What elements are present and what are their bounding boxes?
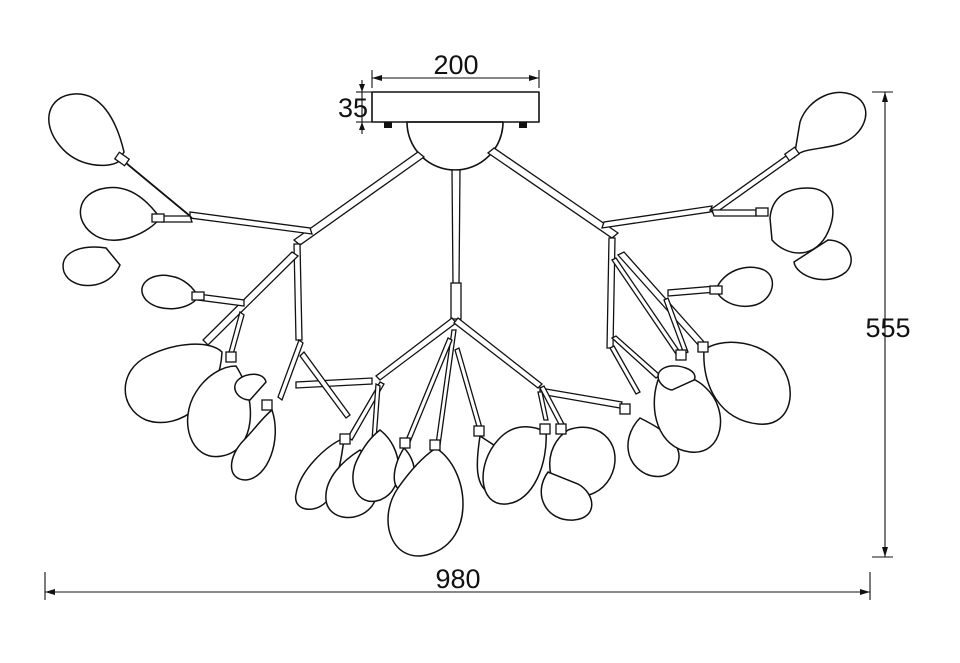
bulb	[540, 471, 593, 521]
bulb	[793, 91, 867, 159]
bulb	[62, 246, 121, 287]
bulb	[703, 341, 791, 425]
bulb	[715, 266, 774, 308]
glass-bulbs	[48, 91, 867, 557]
dimension-total-height: 555	[865, 91, 911, 558]
bulb	[482, 426, 547, 505]
bulb	[141, 274, 199, 310]
bulb	[234, 373, 267, 401]
bulb	[230, 408, 276, 481]
bulb	[352, 429, 400, 503]
dimension-label-35: 35	[338, 93, 368, 123]
bulb	[657, 365, 696, 391]
dimension-mount-height: 35	[338, 80, 372, 134]
dimension-mount-width: 200	[371, 50, 540, 88]
bulb-sockets	[113, 146, 801, 451]
bulb	[48, 93, 125, 167]
bulb	[793, 239, 852, 281]
dimension-label-555: 555	[865, 313, 910, 343]
fixture-frame	[123, 147, 792, 446]
dimension-total-width: 980	[44, 564, 871, 600]
bulb	[79, 186, 161, 241]
bulb	[387, 447, 464, 557]
ceiling-mount	[371, 91, 540, 171]
dimension-label-200: 200	[433, 50, 478, 80]
bulb	[769, 187, 834, 254]
dimension-label-980: 980	[435, 564, 480, 594]
